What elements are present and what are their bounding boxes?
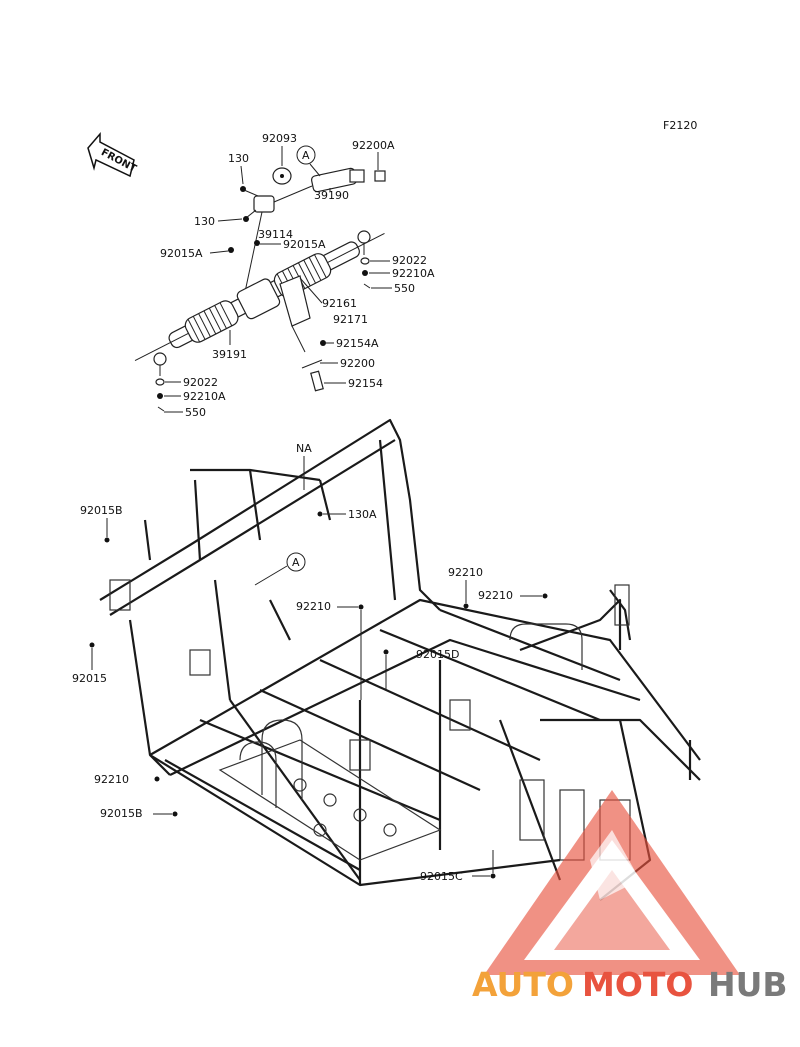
label-39190: 39190 (314, 189, 349, 202)
label-92015a-right: 92015A (283, 238, 326, 251)
label-92015c: 92015C (420, 870, 463, 883)
label-550-right: 550 (394, 282, 415, 295)
label-130-top: 130 (228, 152, 249, 165)
label-130-mid: 130 (194, 215, 215, 228)
svg-text:A: A (302, 149, 310, 162)
lower-callouts: NA 92015B 130A 92210 92210 92210 92015D … (72, 442, 548, 883)
label-92022-left: 92022 (183, 376, 218, 389)
upper-callouts: 92093 92200A 130 130 39190 39114 92015A … (160, 132, 435, 419)
label-92093: 92093 (262, 132, 297, 145)
label-92171: 92171 (333, 313, 368, 326)
label-92015: 92015 (72, 672, 107, 685)
label-92200: 92200 (340, 357, 375, 370)
label-92210-a: 92210 (448, 566, 483, 579)
front-arrow-icon: FRONT (87, 131, 138, 178)
label-92015d: 92015D (416, 648, 459, 661)
label-92210-c: 92210 (296, 600, 331, 613)
figure-code: F2120 (663, 119, 697, 132)
label-92210a-right: 92210A (392, 267, 435, 280)
nut-92200a-shape (374, 170, 386, 182)
gearbox-shape (236, 278, 281, 320)
boot-left-shape (184, 300, 239, 343)
watermark-hub: HUB (708, 965, 788, 1004)
clamp-92161-shape (279, 275, 311, 327)
label-92154a: 92154A (336, 337, 379, 350)
label-92015b-bottom: 92015B (100, 807, 143, 820)
bolt-92154-shape (310, 370, 324, 392)
label-92022-right: 92022 (392, 254, 427, 267)
label-92210-b: 92210 (478, 589, 513, 602)
universal-joint-shape (253, 195, 275, 213)
label-92161: 92161 (322, 297, 357, 310)
label-39191: 39191 (212, 348, 247, 361)
watermark-moto: MOTO (582, 965, 693, 1004)
vehicle-frame (99, 418, 701, 901)
label-92210-d: 92210 (94, 773, 129, 786)
tie-rod-end-right-shape (357, 230, 371, 244)
label-92015b-top: 92015B (80, 504, 123, 517)
callout-a-marker-lower: A (254, 552, 306, 586)
label-39114: 39114 (258, 228, 293, 241)
svg-text:A: A (292, 556, 300, 569)
label-92154: 92154 (348, 377, 383, 390)
triangle-logo-icon (484, 790, 740, 975)
callout-a-marker-upper: A (296, 145, 321, 177)
label-92210a-left: 92210A (183, 390, 226, 403)
label-92200a: 92200A (352, 139, 395, 152)
tie-rod-end-left-shape (153, 352, 167, 366)
label-na: NA (296, 442, 312, 455)
watermark-logo: AUTO MOTO HUB (472, 790, 788, 1004)
steering-assembly (134, 167, 386, 412)
label-92015a-left: 92015A (160, 247, 203, 260)
watermark-auto: AUTO (472, 965, 574, 1004)
label-130a: 130A (348, 508, 377, 521)
label-550-left: 550 (185, 406, 206, 419)
